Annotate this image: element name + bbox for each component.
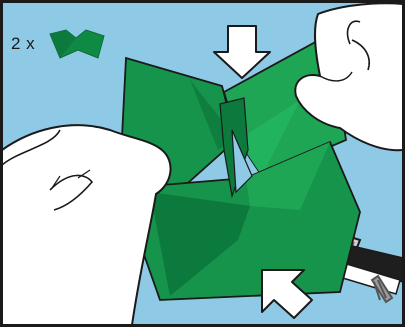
quantity-label: 2 x: [11, 34, 35, 54]
